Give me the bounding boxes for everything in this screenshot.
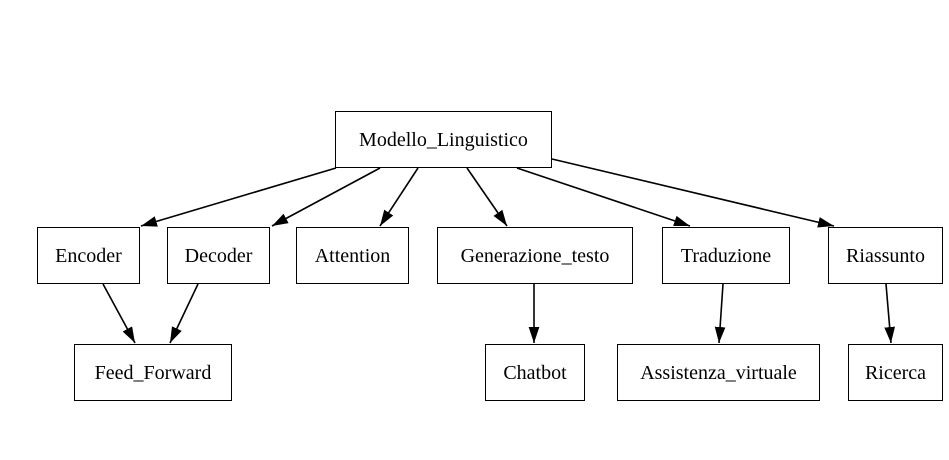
edge-riassunto-to-ricerca [884,283,896,344]
node-label-attention: Attention [314,244,391,267]
edge-modello-linguistico-to-riassunto [551,158,835,228]
node-label-riassunto: Riassunto [846,244,925,267]
edge-modello-linguistico-to-encoder [140,167,337,227]
node-label-ricerca: Ricerca [864,361,927,384]
node-generazione-testo: Generazione_testo [437,227,633,284]
node-assistenza-virtuale: Assistenza_virtuale [617,344,820,401]
edge-modello-linguistico-to-traduzione [516,167,691,227]
node-label-assistenza-virtuale: Assistenza_virtuale [640,361,797,384]
node-label-decoder: Decoder [184,244,253,267]
node-encoder: Encoder [37,227,140,284]
node-label-traduzione: Traduzione [680,244,772,267]
node-label-chatbot: Chatbot [503,361,567,384]
node-traduzione: Traduzione [662,227,790,284]
edge-modello-linguistico-to-decoder [271,167,381,227]
node-label-modello-linguistico: Modello_Linguistico [359,128,528,151]
node-decoder: Decoder [167,227,270,284]
node-label-feed-forward: Feed_Forward [94,361,212,384]
node-feed-forward: Feed_Forward [74,344,232,401]
node-chatbot: Chatbot [485,344,585,401]
node-attention: Attention [296,227,409,284]
edge-modello-linguistico-to-attention [379,167,419,227]
node-ricerca: Ricerca [848,344,943,401]
edge-modello-linguistico-to-generazione-testo [466,167,508,227]
node-modello-linguistico: Modello_Linguistico [335,111,552,168]
node-riassunto: Riassunto [828,227,943,284]
node-label-generazione-testo: Generazione_testo [460,244,610,267]
edge-traduzione-to-assistenza-virtuale [714,283,726,344]
edge-encoder-to-feed-forward [102,283,136,344]
edge-decoder-to-feed-forward [169,283,199,344]
node-label-encoder: Encoder [55,244,122,267]
